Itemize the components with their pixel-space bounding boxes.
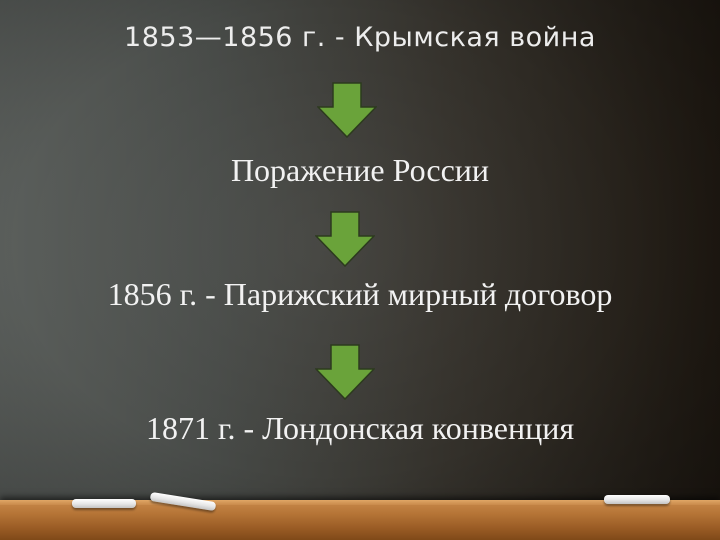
down-arrow-icon	[317, 82, 377, 138]
flow-step-london-convention: 1871 г. - Лондонская конвенция	[145, 410, 575, 446]
down-arrow-icon	[315, 211, 375, 267]
down-arrow-icon	[315, 344, 375, 400]
chalk-stick	[604, 495, 670, 504]
flow-step-defeat: Поражение России	[230, 152, 490, 188]
slide-title: 1853—1856 г. - Крымская война	[124, 22, 596, 53]
chalk-ledge-lip	[0, 500, 720, 505]
flow-step-paris-treaty: 1856 г. - Парижский мирный договор	[107, 276, 613, 312]
chalk-stick	[72, 499, 136, 508]
